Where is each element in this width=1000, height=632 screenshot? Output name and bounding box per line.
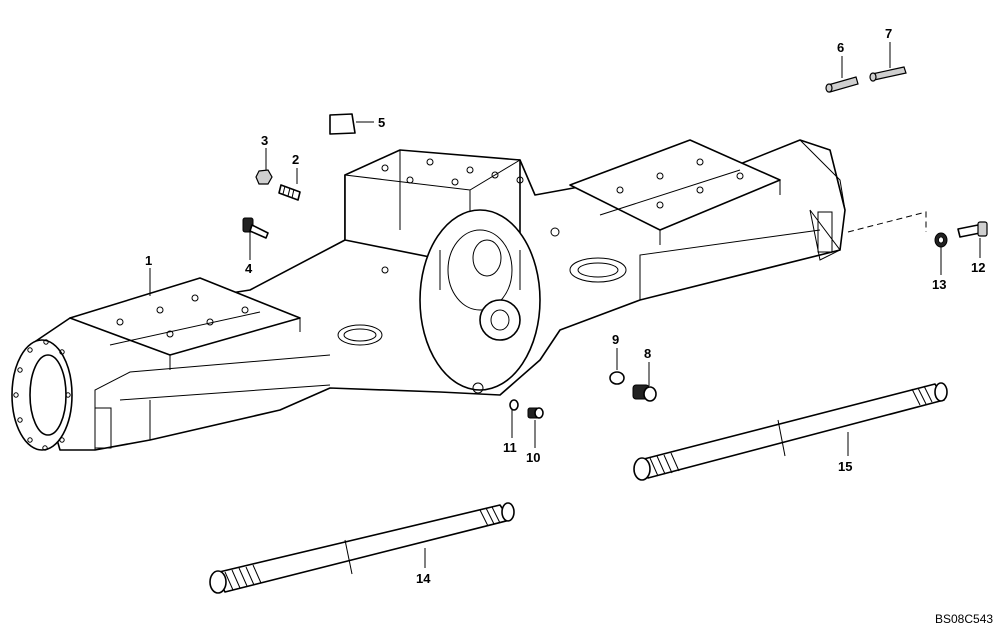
callout-3[interactable]: 3 [261, 133, 268, 148]
axle-housing[interactable] [11, 139, 846, 451]
leader-lines [149, 42, 981, 568]
callout-11[interactable]: 11 [503, 440, 517, 455]
plug-part-10[interactable] [527, 407, 544, 419]
axle-shaft-part-14[interactable] [209, 502, 515, 594]
callout-10[interactable]: 10 [526, 450, 540, 465]
callout-4[interactable]: 4 [245, 261, 253, 276]
callout-6[interactable]: 6 [837, 40, 844, 55]
callout-9[interactable]: 9 [612, 332, 619, 347]
o-ring-part-11[interactable] [509, 399, 519, 411]
callout-14[interactable]: 14 [416, 571, 431, 586]
callout-2[interactable]: 2 [292, 152, 299, 167]
flange-bolt-holes [13, 339, 71, 451]
callout-15[interactable]: 15 [838, 459, 852, 474]
callout-12[interactable]: 12 [971, 260, 985, 275]
pin-part-6[interactable] [825, 76, 859, 93]
drawing-reference-code: BS08C543 [935, 612, 993, 626]
callout-5[interactable]: 5 [378, 115, 385, 130]
pin-part-7[interactable] [869, 66, 907, 82]
callout-1[interactable]: 1 [145, 253, 152, 268]
bolt-part-12[interactable] [957, 221, 988, 238]
left-pad-holes [116, 294, 249, 338]
nut-part-3[interactable] [255, 169, 273, 185]
plug-part-8[interactable] [632, 384, 657, 402]
callout-13[interactable]: 13 [932, 277, 946, 292]
center-top-holes [381, 158, 499, 186]
washer-part-13[interactable] [934, 232, 948, 248]
right-pad-holes [616, 158, 744, 209]
callout-labels: 1 2 3 4 5 6 7 8 9 10 11 12 13 14 15 [145, 26, 985, 586]
bolt-part-4[interactable] [242, 217, 269, 239]
plate-part-5[interactable] [329, 113, 356, 135]
callout-8[interactable]: 8 [644, 346, 651, 361]
axle-shaft-part-15[interactable] [633, 382, 948, 481]
o-ring-part-9[interactable] [609, 371, 625, 385]
stud-part-2[interactable] [278, 184, 301, 201]
callout-7[interactable]: 7 [885, 26, 892, 41]
